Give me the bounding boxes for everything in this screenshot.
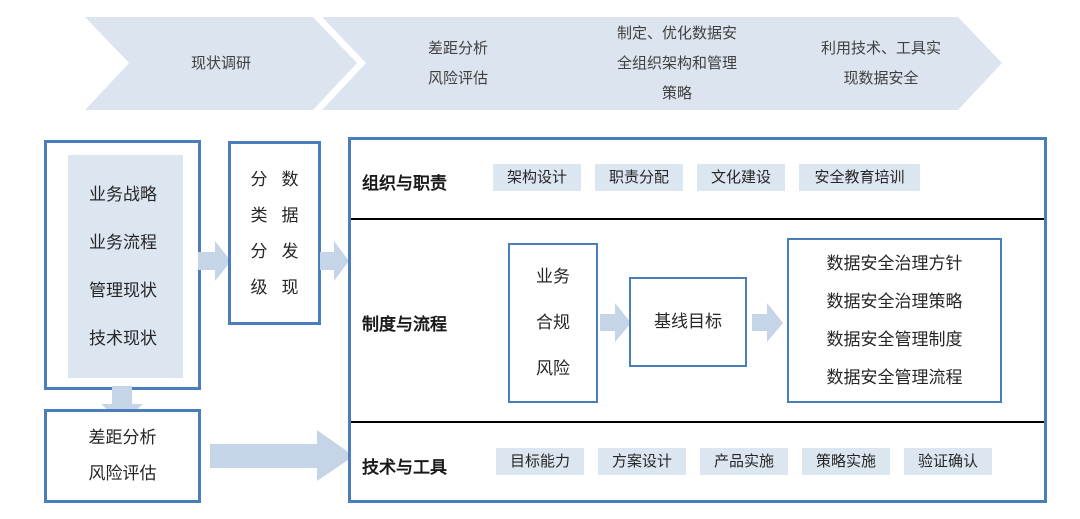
- classification-right-char-3: 发: [281, 241, 299, 261]
- policy-baseline-text: 基线目标: [629, 277, 747, 367]
- assessment-item-4: 技术现状: [89, 328, 157, 348]
- process-step-4-line-2: 现数据安全: [843, 69, 919, 87]
- policy-baseline-box[interactable]: [629, 277, 747, 367]
- panel-divider-2: [351, 421, 1044, 423]
- arrow-baseline-to-results: [752, 303, 783, 342]
- assessment-box-items: 业务战略 业务流程 管理现状 技术现状: [56, 155, 190, 378]
- gap-analysis-box[interactable]: [44, 409, 201, 503]
- classification-left-char-2: 类: [250, 205, 268, 225]
- process-step-3-text: 制定、优化数据安 全组织架构和管理 策略: [617, 19, 737, 109]
- panel-divider-1: [351, 218, 1044, 220]
- gap-line-1: 差距分析: [88, 428, 157, 447]
- process-step-3-line-3: 策略: [661, 84, 692, 102]
- classification-column-left: 分 类 分 级: [251, 167, 268, 300]
- tag-tech-1[interactable]: 目标能力: [496, 448, 584, 475]
- assessment-item-2: 业务流程: [89, 232, 157, 252]
- gap-line-2: 风险评估: [88, 464, 157, 483]
- process-step-3-line-2: 全组织架构和管理: [616, 54, 737, 72]
- classification-left-char-1: 分: [250, 169, 268, 189]
- assessment-box-fill: [68, 155, 183, 378]
- classification-column-right: 数 据 发 现: [282, 167, 299, 300]
- policy-result-item-3: 数据安全管理制度: [826, 329, 963, 349]
- arrow-classification-to-panel: [320, 241, 349, 281]
- gap-analysis-text: 差距分析 风险评估: [44, 409, 201, 503]
- row-label-organization: 组织与职责: [362, 174, 447, 193]
- process-step-2-line-1: 差距分析: [427, 39, 488, 57]
- process-step-1[interactable]: 现状调研: [129, 17, 313, 110]
- process-step-1-line-1: 现状调研: [190, 54, 251, 72]
- process-step-1-text: 现状调研: [191, 49, 251, 79]
- classification-left-char-3: 分: [250, 241, 268, 261]
- tag-org-2[interactable]: 职责分配: [595, 164, 683, 191]
- classification-right-char-2: 据: [281, 205, 299, 225]
- process-step-4[interactable]: 利用技术、工具实 现数据安全: [804, 17, 958, 110]
- policy-result-item-2: 数据安全治理策略: [826, 291, 963, 311]
- classification-right-char-1: 数: [281, 169, 299, 189]
- process-step-2-line-2: 风险评估: [427, 69, 488, 87]
- tag-tech-2[interactable]: 方案设计: [598, 448, 686, 475]
- process-step-4-line-1: 利用技术、工具实: [820, 39, 941, 57]
- policy-result-item-4: 数据安全管理流程: [826, 367, 963, 387]
- assessment-item-3: 管理现状: [89, 280, 157, 300]
- arrow-assessment-to-gap: [101, 386, 143, 423]
- policy-source-item-2: 合规: [536, 313, 570, 332]
- policy-source-item-1: 业务: [536, 267, 570, 286]
- process-step-3[interactable]: 制定、优化数据安 全组织架构和管理 策略: [585, 17, 769, 110]
- policy-result-item-1: 数据安全治理方针: [826, 253, 963, 273]
- row-label-technology: 技术与工具: [362, 458, 447, 477]
- arrow-assessment-to-classification: [198, 241, 231, 281]
- classification-box[interactable]: [228, 141, 321, 325]
- arrow-gap-to-panel: [210, 430, 354, 481]
- process-step-4-text: 利用技术、工具实 现数据安全: [821, 34, 941, 94]
- classification-right-char-4: 现: [281, 277, 299, 297]
- policy-source-box[interactable]: [508, 243, 598, 403]
- policy-result-list: 数据安全治理方针 数据安全治理策略 数据安全管理制度 数据安全管理流程: [787, 238, 1002, 403]
- tag-tech-4[interactable]: 策略实施: [802, 448, 890, 475]
- policy-source-item-3: 风险: [536, 359, 570, 378]
- assessment-item-1: 业务战略: [89, 184, 157, 204]
- policy-result-box[interactable]: [787, 238, 1002, 403]
- tag-org-4[interactable]: 安全教育培训: [799, 164, 920, 191]
- process-step-2-text: 差距分析 风险评估: [428, 34, 488, 94]
- tag-org-3[interactable]: 文化建设: [697, 164, 785, 191]
- row-label-policy: 制度与流程: [362, 315, 447, 334]
- tag-org-1[interactable]: 架构设计: [493, 164, 581, 191]
- process-step-2[interactable]: 差距分析 风险评估: [366, 17, 550, 110]
- policy-source-text: 业务 合规 风险: [508, 243, 598, 403]
- classification-box-text: 分 类 分 级 数 据 发 现: [234, 150, 315, 316]
- tag-tech-5[interactable]: 验证确认: [904, 448, 992, 475]
- arrow-source-to-baseline: [600, 303, 631, 342]
- policy-baseline-label: 基线目标: [654, 312, 722, 331]
- process-step-3-line-1: 制定、优化数据安: [616, 24, 737, 42]
- classification-left-char-4: 级: [250, 277, 268, 297]
- tag-tech-3[interactable]: 产品实施: [700, 448, 788, 475]
